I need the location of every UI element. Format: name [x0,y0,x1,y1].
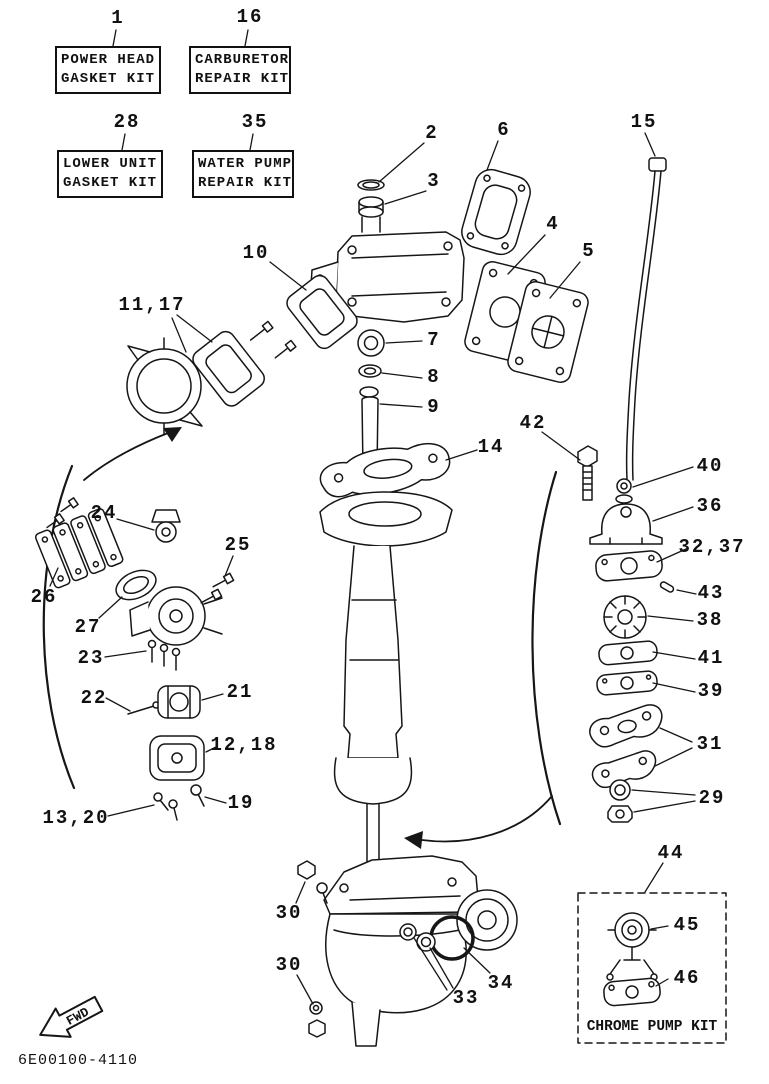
part-callout-12-18: 12,18 [210,734,278,756]
leader-lines [49,29,697,1005]
part-callout-10: 10 [242,242,270,264]
kit-box-line: GASKET KIT [63,175,158,191]
part-callout-13-20: 13,20 [42,807,110,829]
part-callout-31: 31 [696,733,724,755]
kit-box-line: REPAIR KIT [195,71,290,87]
kit-number-lower-unit: 28 [113,111,141,133]
kit-box-power-head: POWER HEAD GASKET KIT [55,46,161,94]
part-callout-9: 9 [427,396,441,418]
part-callout-41: 41 [697,647,725,669]
carburetor-kit-drawing [34,497,235,821]
water-pump-column-drawing [577,445,675,823]
part-callout-5: 5 [582,240,596,262]
upper-casing-drawing [319,442,453,863]
part-callout-27: 27 [74,616,102,638]
part-callout-3: 3 [427,170,441,192]
part-callout-32-37: 32,37 [678,536,746,558]
kit-box-carburetor: CARBURETOR REPAIR KIT [189,46,291,94]
part-callout-15: 15 [630,111,658,133]
kit-box-water-pump: WATER PUMP REPAIR KIT [192,150,294,198]
kit-box-line: CARBURETOR [195,52,290,68]
part-callout-30: 30 [275,902,303,924]
part-callout-4: 4 [546,213,560,235]
part-callout-36: 36 [696,495,724,517]
part-callout-26: 26 [30,586,58,608]
head-gaskets-drawing [461,168,589,384]
kit-box-lower-unit: LOWER UNIT GASKET KIT [57,150,163,198]
page-code: 6E00100-4110 [18,1052,139,1069]
part-callout-22: 22 [80,687,108,709]
kit-box-line: REPAIR KIT [198,175,293,191]
kit-number-carburetor: 16 [236,6,264,28]
part-callout-46: 46 [673,967,701,989]
chrome-pump-kit-label: CHROME PUMP KIT [586,1019,718,1035]
part-callout-44: 44 [657,842,685,864]
kit-number-water-pump: 35 [241,111,269,133]
part-callout-45: 45 [673,914,701,936]
part-callout-42: 42 [519,412,547,434]
part-callout-14: 14 [477,436,505,458]
part-callout-33: 33 [452,987,480,1009]
kit-box-line: WATER PUMP [198,156,293,172]
kit-box-line: LOWER UNIT [63,156,158,172]
part-callout-34: 34 [487,972,515,994]
part-callout-8: 8 [427,366,441,388]
part-callout-6: 6 [497,119,511,141]
part-callout-11-17: 11,17 [118,294,186,316]
part-callout-38: 38 [696,609,724,631]
part-callout-7: 7 [427,329,441,351]
kit-box-line: GASKET KIT [61,71,156,87]
part-callout-24: 24 [90,502,118,524]
shift-rod-drawing [625,157,667,481]
chrome-pump-kit-drawing [577,892,727,1044]
kit-box-line: POWER HEAD [61,52,156,68]
part-callout-2: 2 [425,122,439,144]
part-callout-29: 29 [698,787,726,809]
grouping-brackets [42,464,562,826]
lower-unit-drawing [297,855,518,1047]
reference-arrows [83,427,553,849]
part-callout-25: 25 [224,534,252,556]
part-callout-23: 23 [77,647,105,669]
part-callout-30: 30 [275,954,303,976]
part-callout-21: 21 [226,681,254,703]
part-callout-43: 43 [697,582,725,604]
part-callout-19: 19 [227,792,255,814]
part-callout-39: 39 [697,680,725,702]
part-callout-40: 40 [696,455,724,477]
kit-number-power-head: 1 [111,7,125,29]
intake-silencer-drawing [126,274,358,435]
